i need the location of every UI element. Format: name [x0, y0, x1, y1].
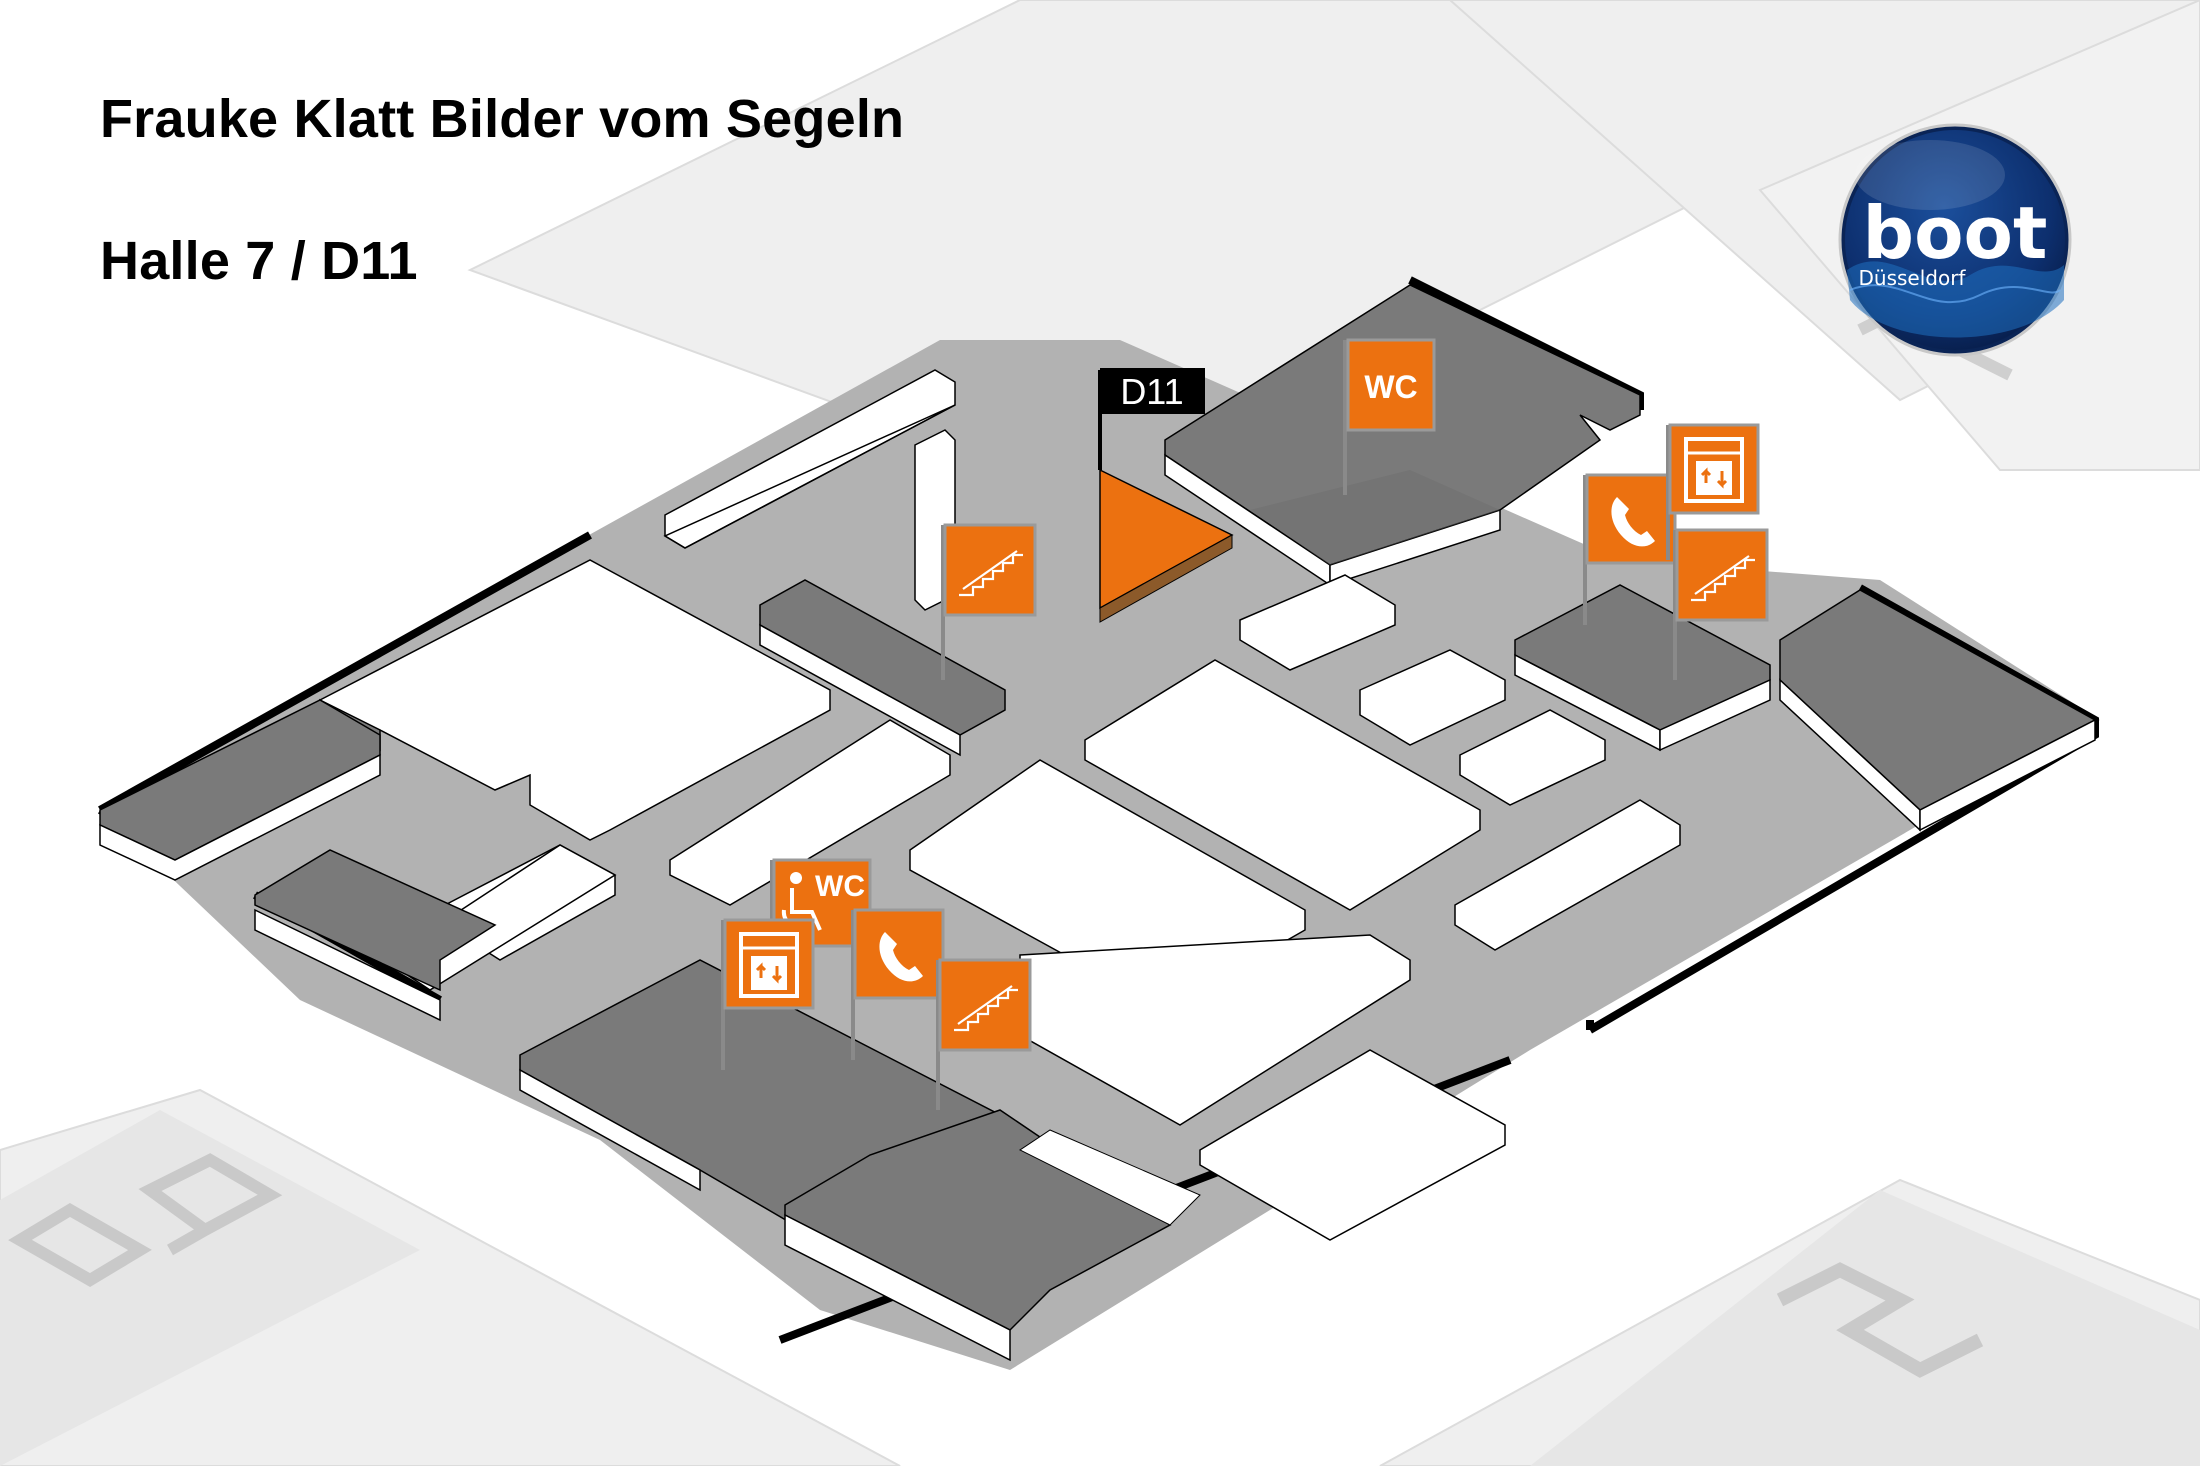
hall-7a-marker-icon [8, 1153, 283, 1287]
stairs-icon [1675, 528, 1769, 622]
booth-marker-label: D11 [1120, 371, 1183, 412]
hall-booth-location: Halle 7 / D11 [100, 231, 418, 291]
phone-icon [853, 908, 945, 1000]
exhibitor-name: Frauke Klatt Bilder vom Segeln [100, 89, 905, 149]
elevator-icon [1668, 423, 1760, 515]
wc-icon: WC [1346, 338, 1436, 432]
hall-5-marker-icon [1776, 1262, 1984, 1378]
elevator-icon [723, 918, 815, 1010]
phone-icon [1585, 473, 1677, 565]
svg-text:WC: WC [1364, 369, 1417, 405]
boot-duesseldorf-logo: boot Düsseldorf [1838, 123, 2072, 357]
logo-city: Düsseldorf [1859, 266, 1967, 290]
svg-text:WC: WC [815, 870, 865, 903]
booth-marker: D11 [1098, 368, 1205, 470]
poi-signs: WC WC [721, 338, 1769, 1110]
stairs-icon [943, 523, 1037, 617]
logo-brand: boot [1863, 191, 2048, 275]
stairs-icon [938, 958, 1032, 1052]
